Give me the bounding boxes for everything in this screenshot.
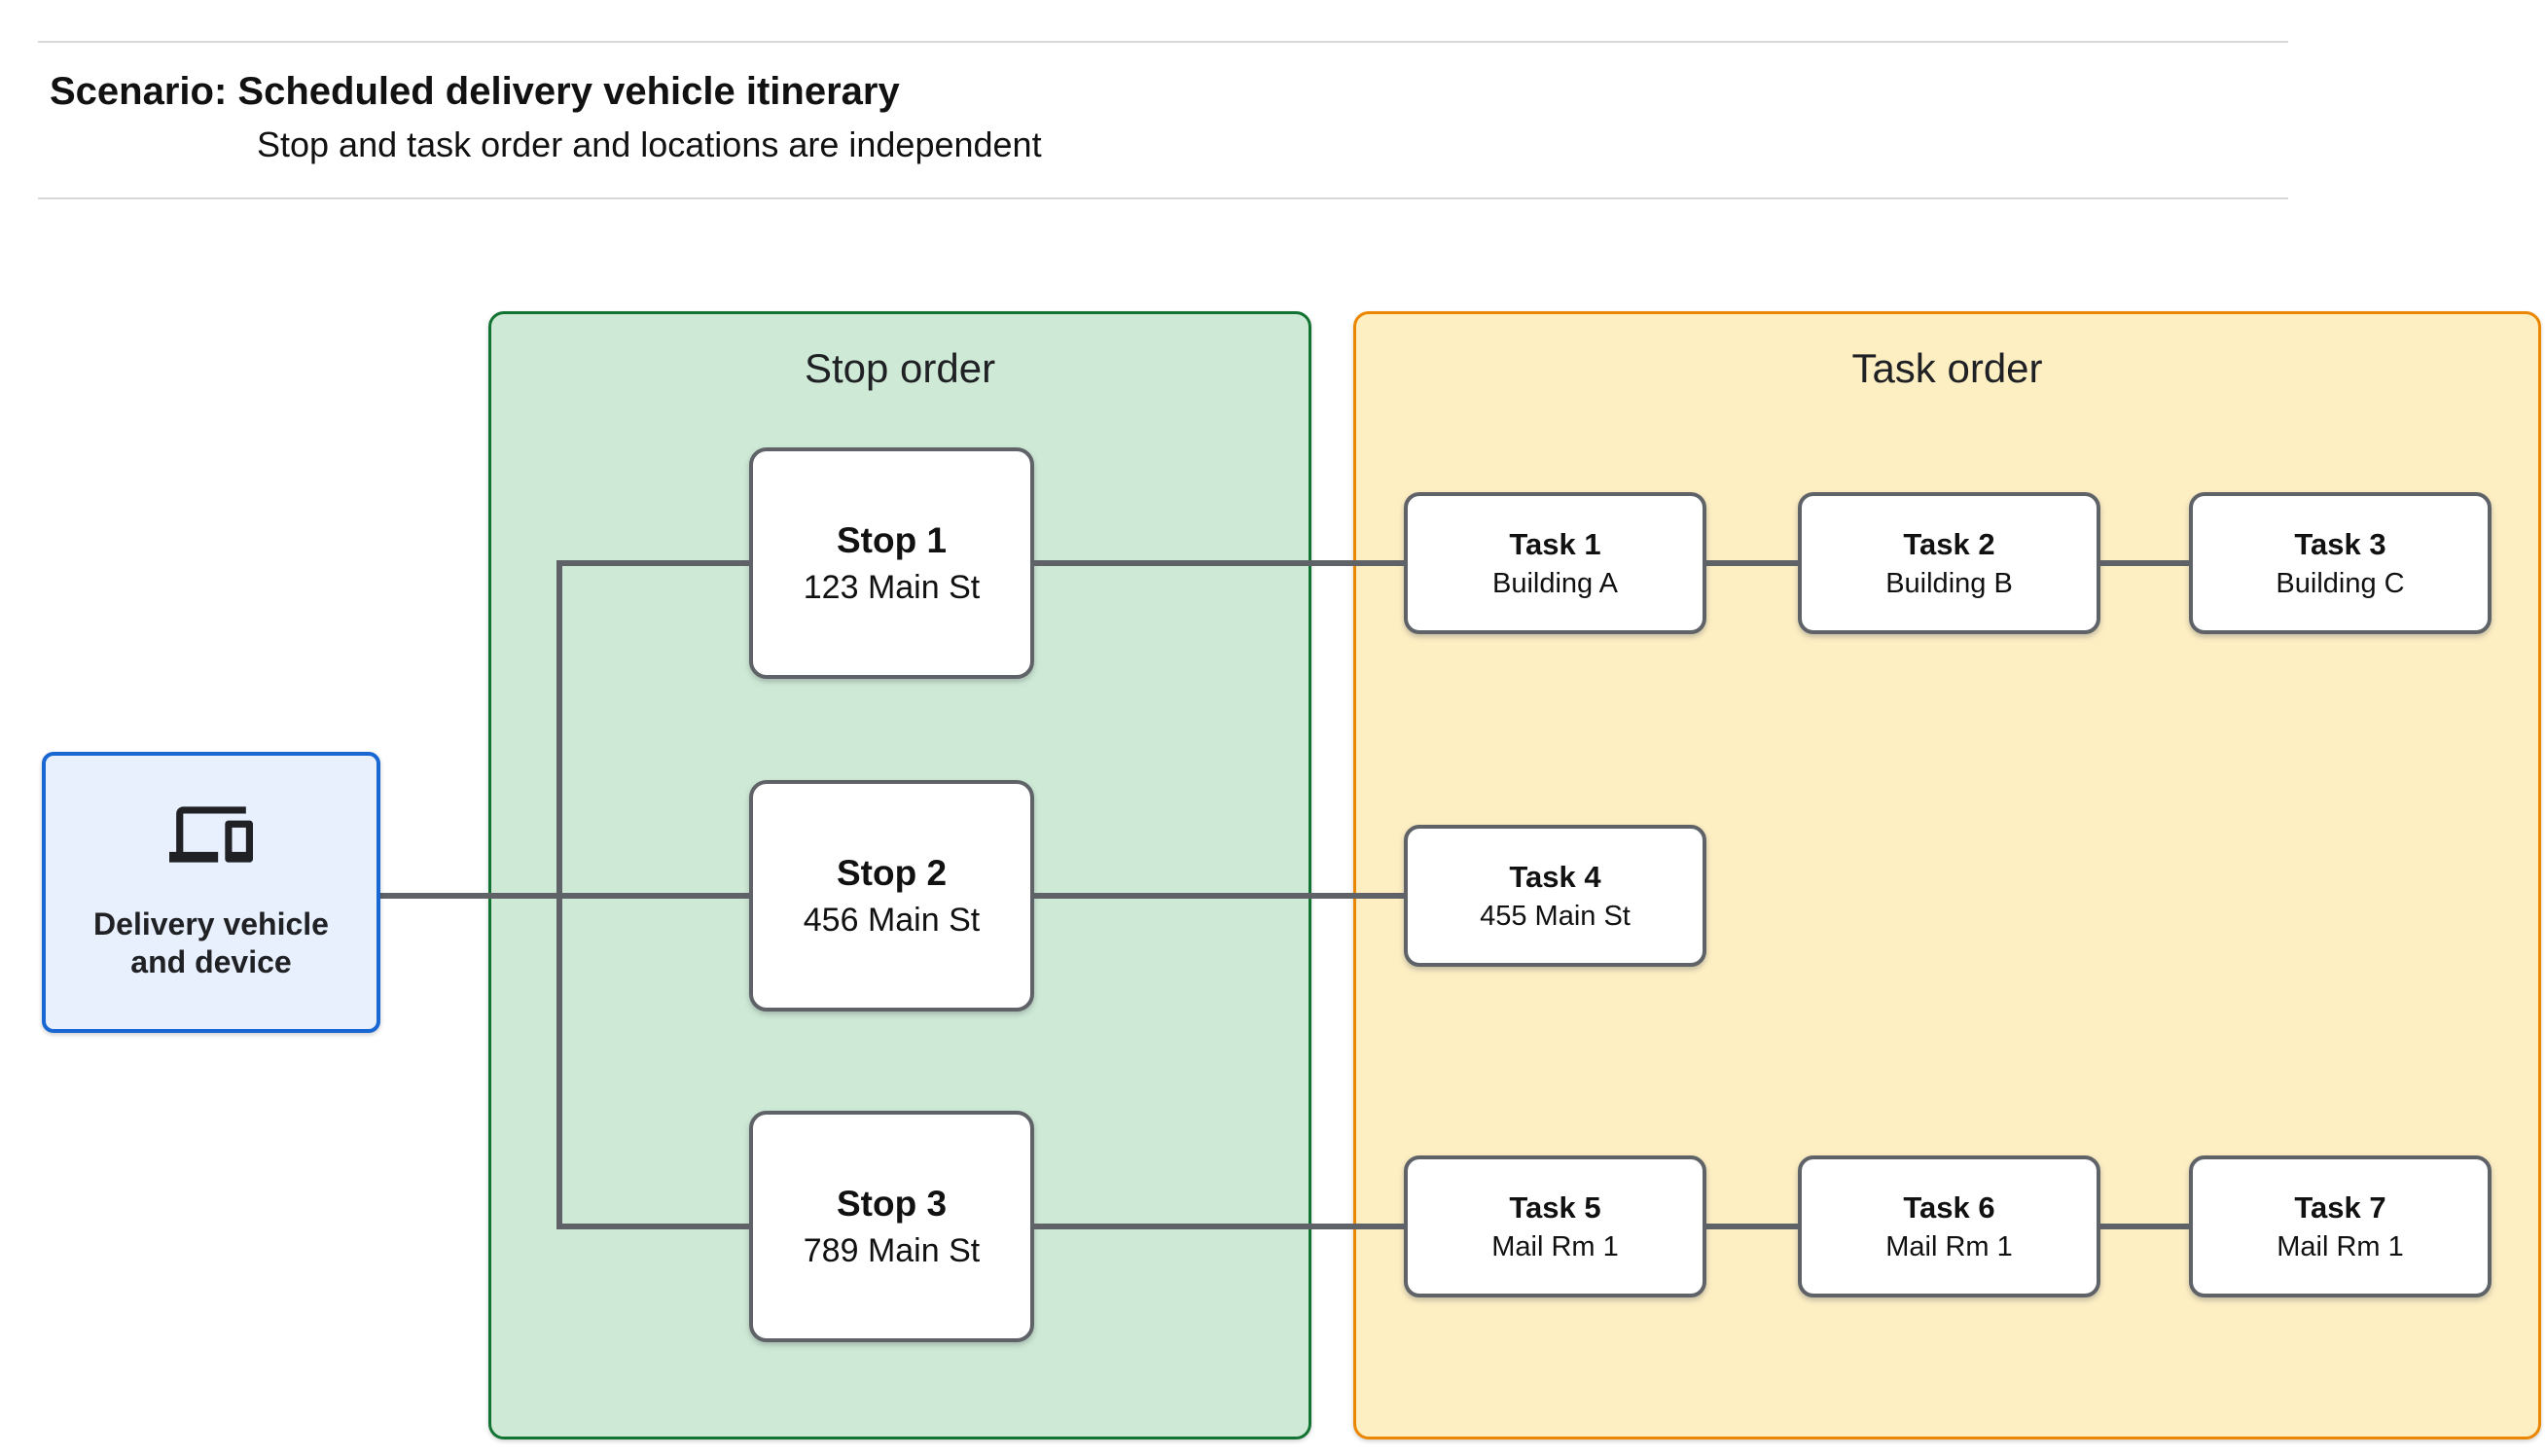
task-7-location: Mail Rm 1 — [2277, 1230, 2404, 1262]
delivery-vehicle-node: Delivery vehicle and device — [42, 752, 380, 1033]
stop-1-name: Stop 1 — [836, 519, 948, 560]
top-divider — [38, 41, 2288, 43]
connector-task2-to-task3 — [2100, 560, 2189, 566]
task-4-location: 455 Main St — [1480, 900, 1631, 932]
stop-2-name: Stop 2 — [836, 852, 948, 893]
task-6-name: Task 6 — [1903, 1190, 1995, 1225]
task-5-node: Task 5 Mail Rm 1 — [1404, 1155, 1706, 1297]
task-1-name: Task 1 — [1509, 526, 1601, 561]
stop-2-location: 456 Main St — [803, 901, 981, 939]
task-7-name: Task 7 — [2294, 1190, 2386, 1225]
task-2-location: Building B — [1885, 567, 2013, 599]
vehicle-node-label: Delivery vehicle and device — [93, 906, 329, 980]
connector-trunk-vertical — [556, 560, 562, 1229]
connector-trunk-to-stop1 — [556, 560, 749, 566]
connector-task6-to-task7 — [2100, 1224, 2189, 1229]
connector-task1-to-task2 — [1706, 560, 1798, 566]
task-1-node: Task 1 Building A — [1404, 492, 1706, 634]
stop-1-node: Stop 1 123 Main St — [749, 447, 1034, 679]
connector-trunk-to-stop3 — [556, 1224, 749, 1229]
stop-3-node: Stop 3 789 Main St — [749, 1111, 1034, 1342]
stop-3-location: 789 Main St — [803, 1231, 981, 1269]
task-order-panel-title: Task order — [1851, 345, 2043, 391]
header-divider — [38, 197, 2288, 199]
page-title: Scenario: Scheduled delivery vehicle iti… — [50, 70, 900, 113]
connector-vehicle-to-stop2 — [380, 893, 749, 899]
task-1-location: Building A — [1492, 567, 1618, 599]
task-5-location: Mail Rm 1 — [1491, 1230, 1619, 1262]
stop-1-location: 123 Main St — [803, 568, 981, 606]
task-3-name: Task 3 — [2294, 526, 2386, 561]
connector-task5-to-task6 — [1706, 1224, 1798, 1229]
stop-order-panel-title: Stop order — [804, 345, 996, 391]
stop-3-name: Stop 3 — [836, 1183, 948, 1224]
task-5-name: Task 5 — [1509, 1190, 1601, 1225]
task-3-node: Task 3 Building C — [2189, 492, 2492, 634]
task-4-node: Task 4 455 Main St — [1404, 825, 1706, 967]
stop-2-node: Stop 2 456 Main St — [749, 780, 1034, 1012]
page-subtitle: Stop and task order and locations are in… — [257, 124, 1042, 164]
devices-icon — [169, 791, 253, 878]
connector-stop1-to-task1 — [1034, 560, 1404, 566]
task-6-node: Task 6 Mail Rm 1 — [1798, 1155, 2100, 1297]
connector-stop3-to-task5 — [1034, 1224, 1404, 1229]
task-3-location: Building C — [2276, 567, 2405, 599]
task-6-location: Mail Rm 1 — [1885, 1230, 2013, 1262]
task-7-node: Task 7 Mail Rm 1 — [2189, 1155, 2492, 1297]
task-2-name: Task 2 — [1903, 526, 1995, 561]
connector-stop2-to-task4 — [1034, 893, 1404, 899]
task-2-node: Task 2 Building B — [1798, 492, 2100, 634]
task-4-name: Task 4 — [1509, 859, 1601, 894]
